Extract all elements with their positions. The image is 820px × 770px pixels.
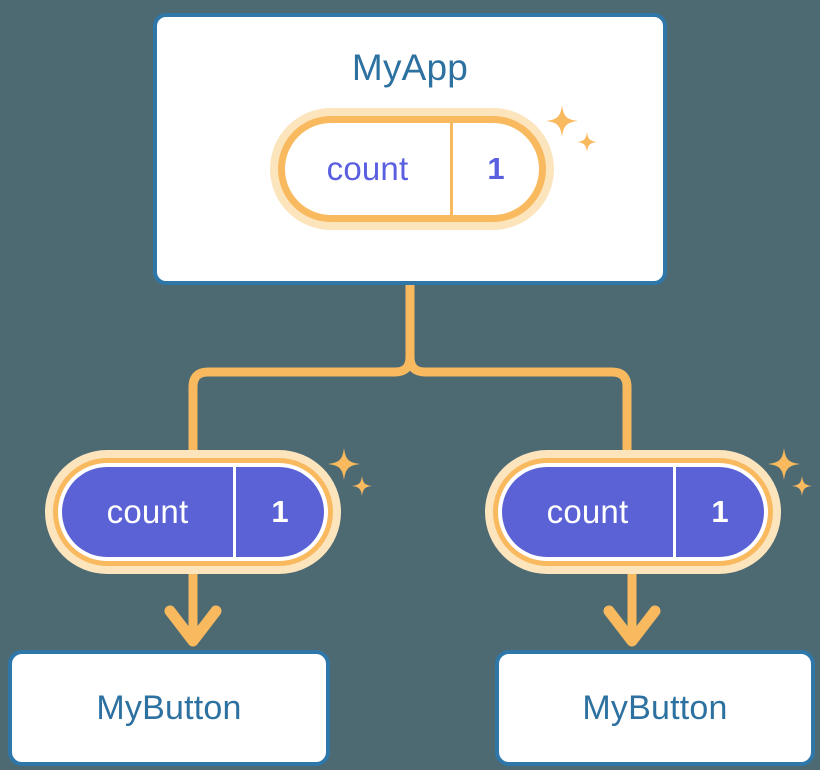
pill-body: count 1 (498, 463, 768, 561)
myapp-state-pill[interactable]: count 1 (270, 108, 554, 230)
pill-divider (450, 123, 453, 215)
pill-divider (673, 467, 676, 557)
child-2-mybutton[interactable]: MyButton (495, 650, 815, 766)
child-2-state-pill[interactable]: count 1 (485, 450, 781, 574)
mybutton-label: MyButton (582, 688, 728, 727)
pill-body: count 1 (58, 463, 328, 561)
arrow-right-head-icon (603, 605, 661, 647)
child-1-state-pill[interactable]: count 1 (45, 450, 341, 574)
pill-key-label: count (546, 493, 629, 530)
pill-divider (233, 467, 236, 557)
myapp-title: MyApp (351, 47, 469, 88)
pill-key-label: count (106, 493, 189, 530)
pill-value-label: 1 (271, 494, 289, 529)
mybutton-label: MyButton (96, 688, 242, 727)
connector-trunk-path (188, 285, 632, 470)
child-1-mybutton[interactable]: MyButton (8, 650, 330, 766)
sparkle-small-icon (792, 476, 812, 496)
pill-body: count 1 (285, 123, 539, 215)
sparkle-small-icon (352, 476, 372, 496)
pill-inner: count 1 (62, 467, 324, 557)
arrow-left-head-icon (164, 605, 222, 647)
pill-key-label: count (326, 150, 409, 187)
pill-value-label: 1 (487, 151, 505, 186)
pill-value-label: 1 (711, 494, 729, 529)
pill-inner: count 1 (502, 467, 764, 557)
